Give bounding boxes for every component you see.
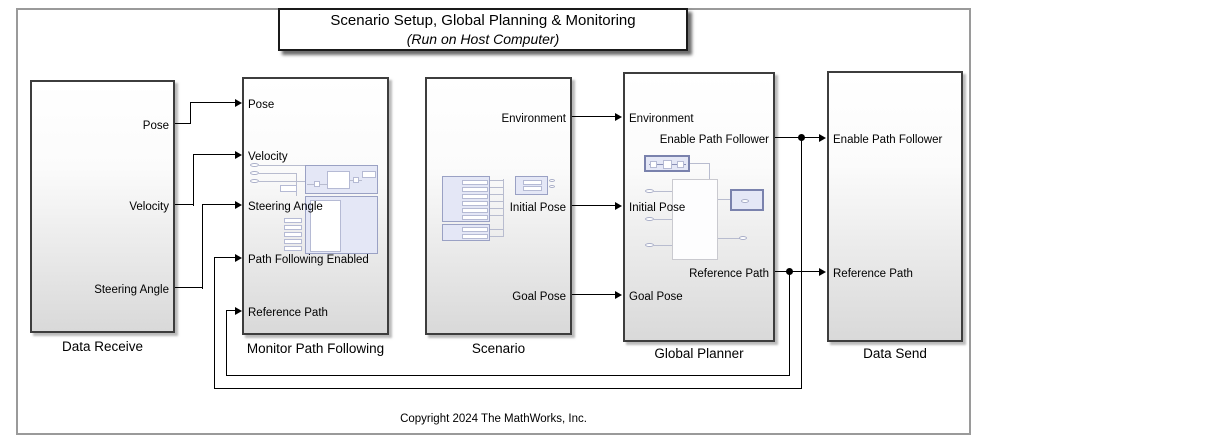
block-label-monitor-path-following: Monitor Path Following (246, 341, 385, 356)
wire-reference-path-feedback (789, 272, 791, 376)
wire-velocity (193, 154, 236, 156)
wire-arrowhead (615, 291, 622, 299)
block-label-global-planner: Global Planner (654, 346, 744, 361)
port-label-path-following-enabled-in: Path Following Enabled (248, 254, 369, 266)
port-label-pose-out: Pose (142, 120, 169, 132)
port-label-environment-out: Environment (501, 113, 566, 125)
wire-velocity (193, 155, 195, 206)
port-label-enable-path-follower-in: Enable Path Follower (833, 134, 943, 146)
block-global-planner[interactable]: Environment Initial Pose Goal Pose Enabl… (623, 72, 775, 342)
port-label-reference-path-in: Reference Path (248, 307, 328, 319)
wire-arrowhead (819, 134, 826, 142)
wire-arrowhead (615, 202, 622, 210)
subsystem-preview (625, 74, 773, 340)
port-label-enable-path-follower-out: Enable Path Follower (659, 134, 769, 146)
wire-enable-path-follower (775, 137, 820, 139)
block-label-data-send: Data Send (863, 346, 927, 361)
port-label-goal-pose-in: Goal Pose (629, 291, 683, 303)
wire-pose (175, 123, 191, 125)
wire-arrowhead (235, 99, 242, 107)
wire-arrowhead (235, 307, 242, 315)
subsystem-preview (244, 79, 387, 333)
copyright-text: Copyright 2024 The MathWorks, Inc. (400, 413, 587, 425)
wire-reference-path-feedback (226, 375, 790, 377)
wire-pose (190, 102, 236, 104)
wire-steering-angle (175, 287, 203, 289)
wire-velocity (175, 204, 194, 206)
port-label-reference-path-out: Reference Path (689, 268, 769, 280)
wire-arrowhead (235, 254, 242, 262)
port-label-initial-pose-in: Initial Pose (629, 202, 686, 214)
port-label-steering-out: Steering Angle (94, 284, 169, 296)
diagram-title: Scenario Setup, Global Planning & Monito… (330, 12, 636, 29)
block-data-send[interactable]: Enable Path Follower Reference Path (827, 71, 963, 342)
wire-reference-path (775, 271, 820, 273)
block-label-data-receive: Data Receive (61, 339, 144, 354)
wire-enable-path-follower-feedback (214, 258, 216, 389)
title-box: Scenario Setup, Global Planning & Monito… (278, 8, 688, 51)
wire-reference-path-feedback (226, 310, 236, 312)
port-label-goal-pose-out: Goal Pose (512, 291, 566, 303)
wire-initial-pose (572, 205, 616, 207)
wire-reference-path-feedback (226, 311, 228, 376)
wire-arrowhead (615, 113, 622, 121)
port-label-velocity-out: Velocity (129, 201, 169, 213)
wire-environment (572, 116, 616, 118)
branch-dot (798, 134, 805, 141)
wire-enable-path-follower-feedback (214, 388, 802, 390)
port-label-reference-path-in: Reference Path (833, 268, 913, 280)
diagram-subtitle: (Run on Host Computer) (406, 31, 560, 47)
wire-pose (190, 103, 192, 124)
wire-arrowhead (235, 151, 242, 159)
wire-enable-path-follower-feedback (801, 138, 803, 389)
wire-steering-angle (202, 205, 204, 289)
branch-dot (786, 268, 793, 275)
port-label-environment-in: Environment (629, 113, 694, 125)
port-label-pose-in: Pose (248, 99, 275, 111)
block-label-scenario: Scenario (471, 341, 526, 356)
port-label-initial-pose-out: Initial Pose (509, 202, 566, 214)
block-scenario[interactable]: Environment Initial Pose Goal Pose (425, 77, 572, 335)
block-monitor-path-following[interactable]: Pose Velocity Steering Angle Path Follow… (242, 77, 389, 335)
wire-goal-pose (572, 294, 616, 296)
wire-steering-angle (202, 204, 236, 206)
wire-enable-path-follower-feedback (214, 257, 236, 259)
wire-arrowhead (235, 201, 242, 209)
block-data-receive[interactable]: Pose Velocity Steering Angle (30, 80, 175, 333)
wire-arrowhead (819, 268, 826, 276)
port-label-steering-in: Steering Angle (248, 201, 323, 213)
port-label-velocity-in: Velocity (248, 151, 288, 163)
subsystem-preview (427, 79, 570, 333)
